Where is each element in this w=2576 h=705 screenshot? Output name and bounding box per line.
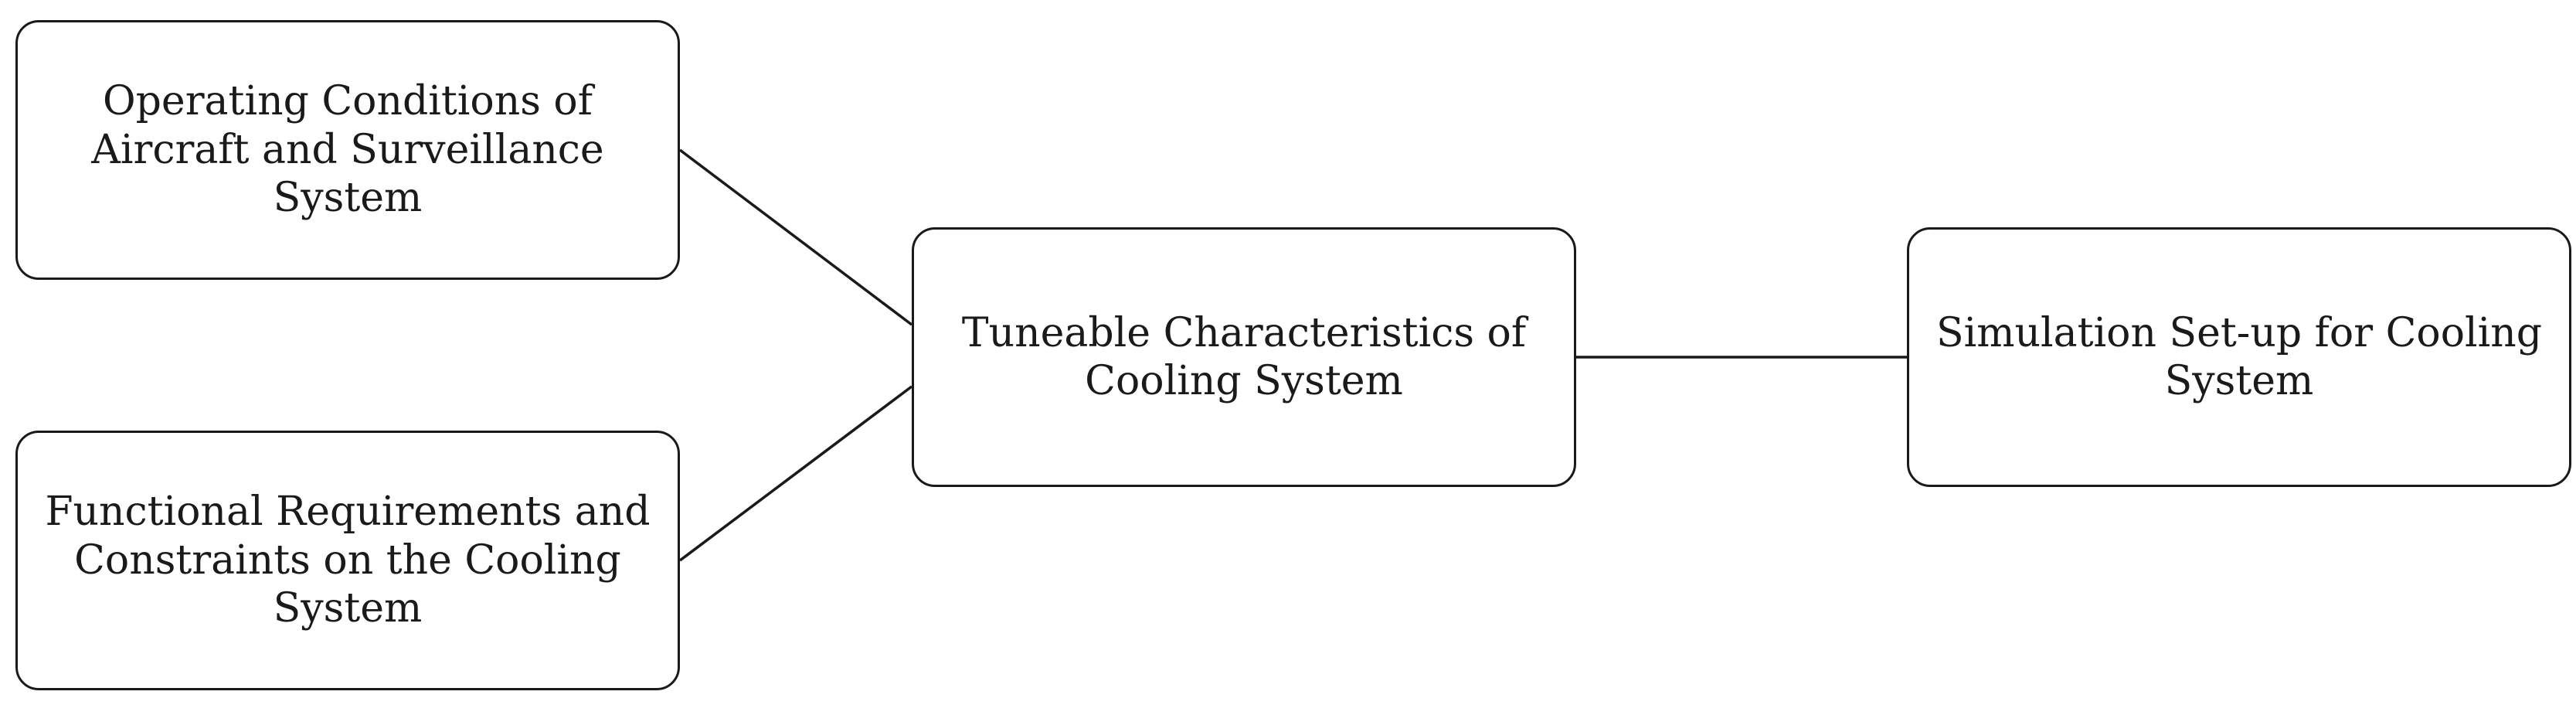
node-label-line: System (273, 175, 423, 222)
node-operating-conditions: Operating Conditions of Aircraft and Sur… (15, 20, 680, 280)
node-label: Simulation Set-up for Cooling System (1936, 309, 2542, 406)
node-label-line: System (273, 585, 423, 632)
node-label: Functional Requirements and Constraints … (45, 488, 650, 632)
node-label-line: Operating Conditions of (103, 78, 593, 125)
node-label-line: Tuneable Characteristics of (961, 309, 1527, 356)
node-label: Operating Conditions of Aircraft and Sur… (91, 77, 603, 222)
node-label: Tuneable Characteristics of Cooling Syst… (962, 309, 1526, 406)
node-label-line: Simulation Set-up for Cooling (1935, 309, 2543, 356)
node-label-line: Functional Requirements and (45, 489, 651, 536)
edge-functional-to-tuneable (678, 385, 913, 562)
node-functional-requirements: Functional Requirements and Constraints … (15, 431, 680, 690)
node-label-line: Cooling System (1085, 358, 1403, 404)
node-label-line: Aircraft and Surveillance (91, 126, 604, 173)
node-simulation-setup: Simulation Set-up for Cooling System (1907, 227, 2571, 487)
node-label-line: Constraints on the Cooling (74, 536, 621, 584)
node-tuneable-characteristics: Tuneable Characteristics of Cooling Syst… (912, 227, 1576, 487)
node-label-line: System (2164, 358, 2314, 404)
edge-operating-to-tuneable (678, 148, 913, 326)
